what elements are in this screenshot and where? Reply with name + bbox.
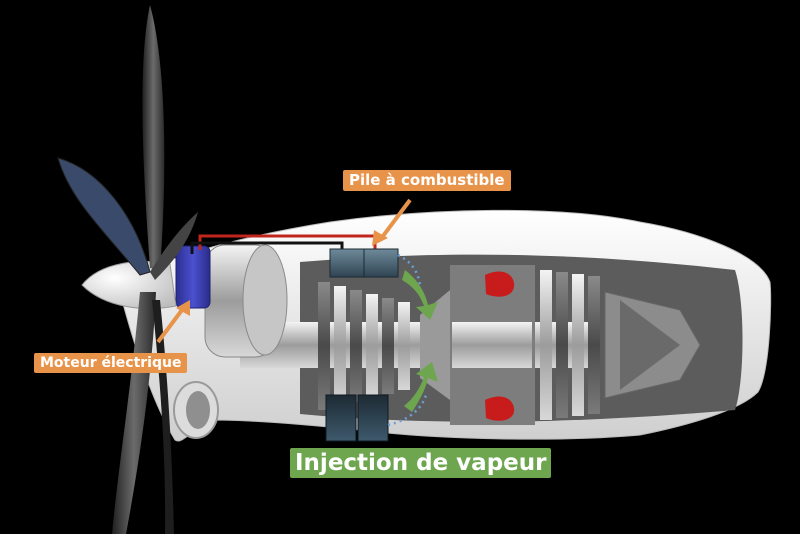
steam-injection-label: Injection de vapeur: [290, 448, 552, 479]
orange-arrow-fuel-cell: [372, 198, 412, 246]
propeller-blade-upleft: [57, 157, 151, 276]
combustor-flame-bottom: [485, 396, 515, 421]
turbine-stages: [540, 270, 600, 420]
fuel-cell-label: Pile à combustible: [343, 170, 511, 192]
propeller-blade-up: [142, 5, 165, 270]
propeller-blade-right: [150, 212, 198, 280]
fuel-cell: [329, 248, 399, 278]
electric-motor: [175, 245, 211, 309]
electric-motor-label: Moteur électrique: [34, 353, 188, 374]
compressor-stages: [318, 282, 410, 410]
propeller-blade-downright: [152, 300, 174, 534]
green-arrow-bottom: [404, 362, 438, 412]
green-arrow-top: [402, 270, 438, 320]
orange-arrow-motor: [156, 300, 190, 344]
steam-injection-unit: [325, 394, 389, 442]
propeller-blade-down: [112, 292, 156, 534]
propeller: [57, 5, 198, 534]
combustor-flame-top: [485, 271, 515, 297]
